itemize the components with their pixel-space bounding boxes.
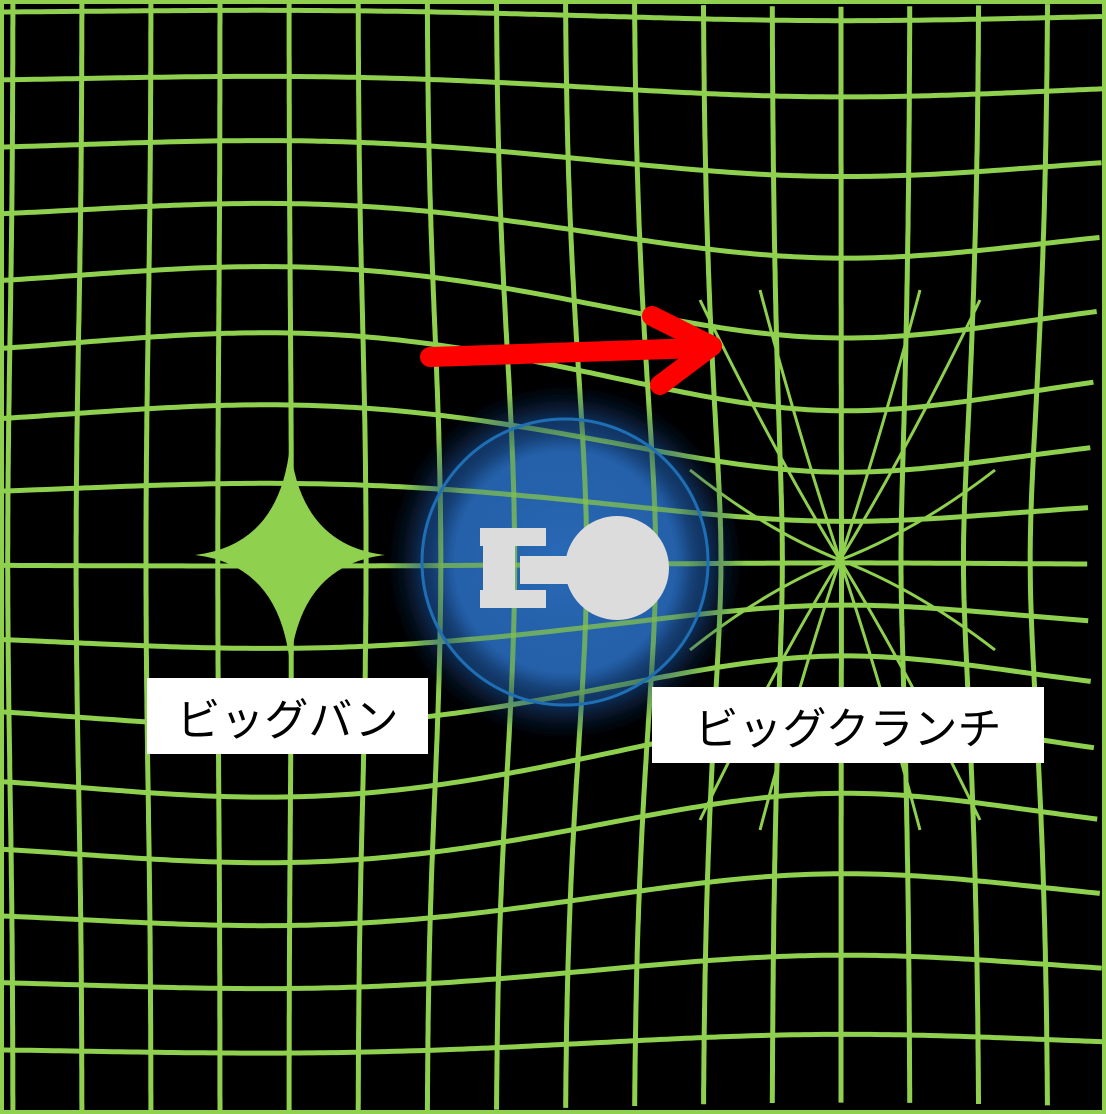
big-crunch-label: ビッグクランチ	[652, 687, 1044, 763]
big-bang-label: ビッグバン	[147, 678, 428, 754]
